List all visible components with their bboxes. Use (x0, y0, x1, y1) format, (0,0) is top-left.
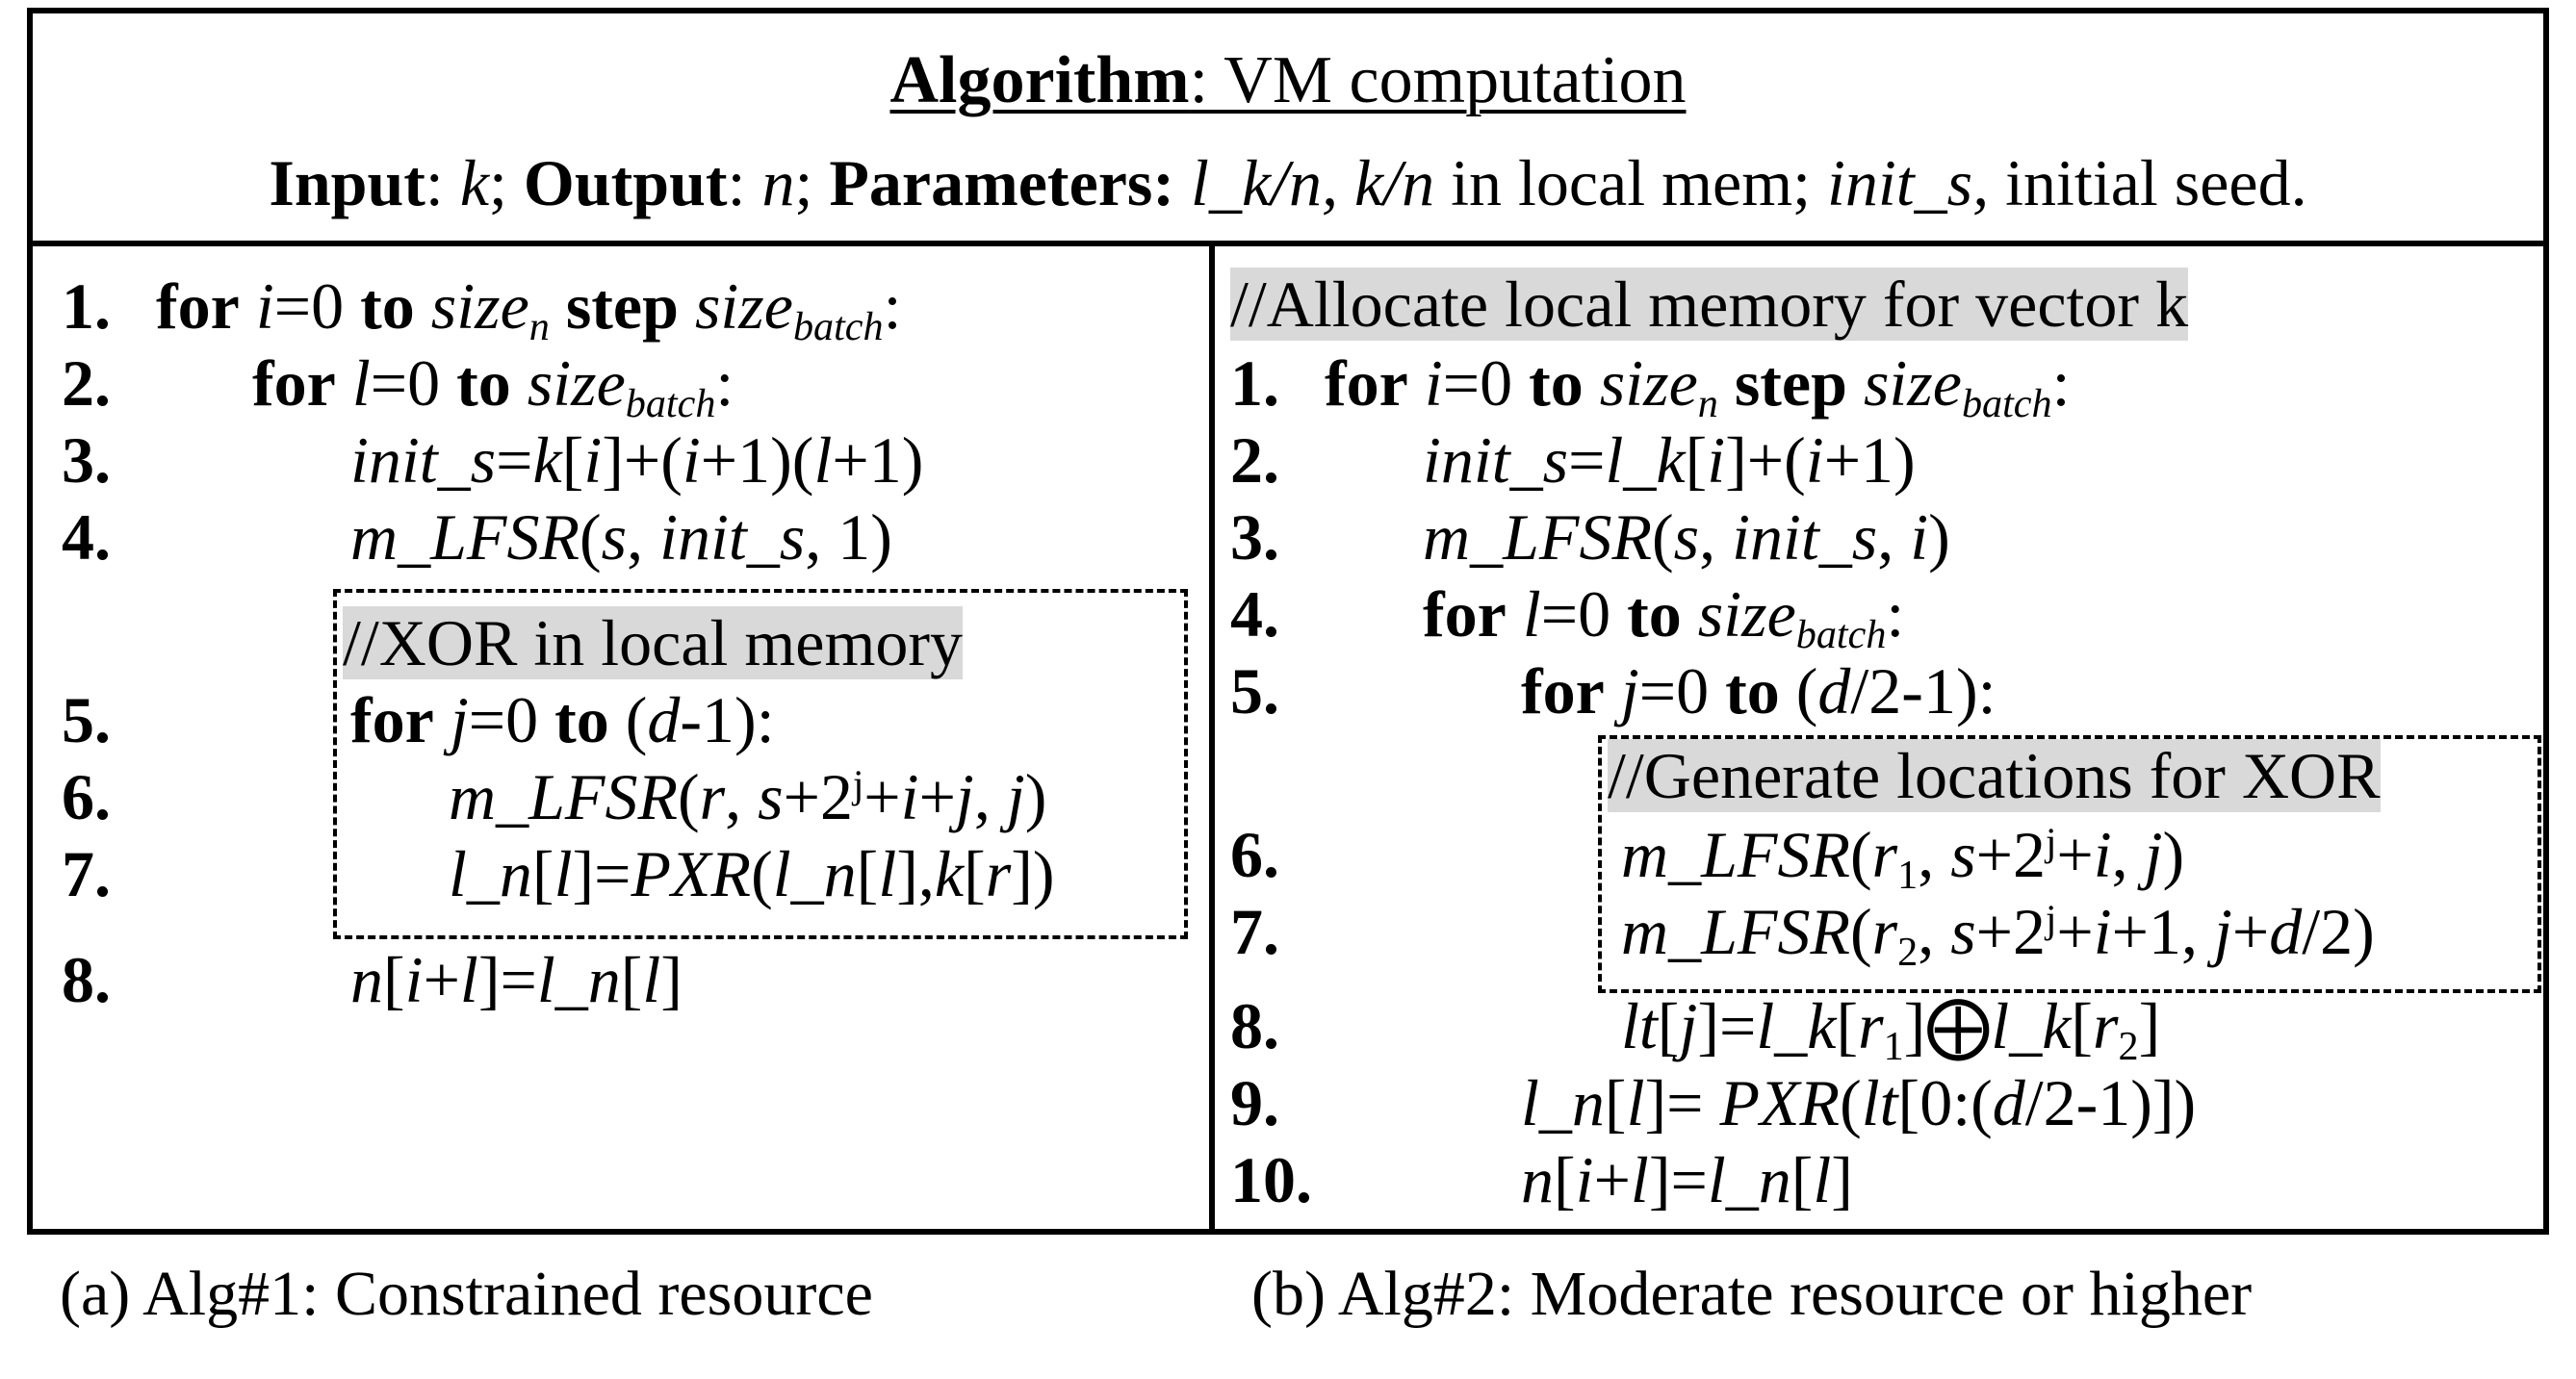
alg2-pane: //Allocate local memory for vector k 1. … (1215, 246, 2543, 1229)
alg2-caption: (b) Alg#2: Moderate resource or higher (1251, 1259, 2253, 1329)
algorithm-frame: Algorithm: VM computation Input: k; Outp… (27, 8, 2549, 1235)
algorithm-title: Algorithm: VM computation (889, 43, 1687, 117)
algorithm-header: Algorithm: VM computation Input: k; Outp… (33, 13, 2543, 246)
alg2-comment-top: //Allocate local memory for vector k (1230, 268, 2189, 341)
alg1-comment: //XOR in local memory (343, 606, 964, 679)
column-divider (1209, 246, 1215, 1229)
algorithm-io-line: Input: k; Output: n; Parameters: l_k/n, … (269, 146, 2307, 219)
alg1-pane: 1. for i=0 to sizen step sizebatch: 2. f… (33, 246, 1209, 1229)
alg2-xor-box (1598, 735, 2541, 993)
alg1-xor-box (333, 589, 1188, 939)
alg1-caption: (a) Alg#1: Constrained resource (60, 1259, 873, 1329)
alg2-comment-xor: //Generate locations for XOR (1608, 739, 2381, 812)
